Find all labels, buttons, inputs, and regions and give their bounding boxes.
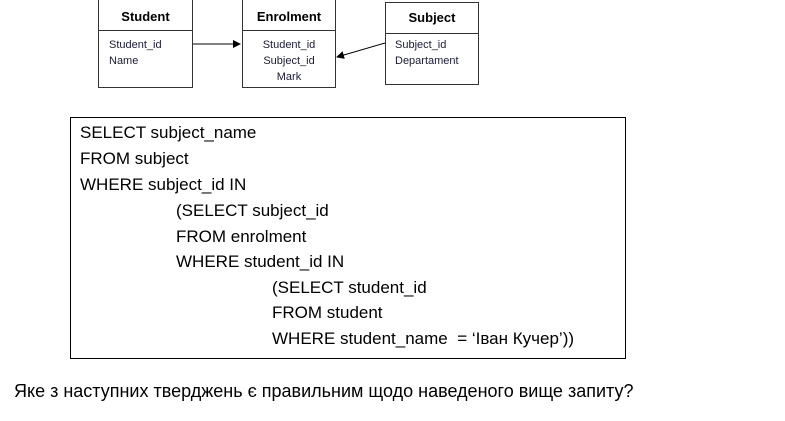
- field: Mark: [276, 71, 302, 83]
- field: Departament: [395, 55, 459, 67]
- entity-enrolment: Enrolment Student_id Subject_id Mark: [242, 0, 336, 88]
- sql-line: (SELECT subject_id: [176, 201, 329, 220]
- entity-subject: Subject Subject_id Departament: [385, 2, 479, 85]
- sql-line: FROM student: [272, 303, 383, 322]
- field: Subject_id: [263, 55, 315, 67]
- sql-line: WHERE student_name = ‘Іван Кучер’)): [272, 329, 575, 348]
- sql-line: SELECT subject_name: [80, 123, 257, 142]
- sql-line: WHERE subject_id IN: [80, 175, 247, 194]
- relationship-arrows: [193, 40, 386, 59]
- arrow-subject-enrolment: [336, 42, 386, 59]
- entity-title: Student: [99, 0, 192, 31]
- field: Student_id: [109, 39, 162, 51]
- sql-query-box: SELECT subject_name FROM subject WHERE s…: [70, 117, 626, 359]
- entity-title: Subject: [386, 3, 478, 34]
- sql-line: (SELECT student_id: [272, 278, 427, 297]
- entity-student: Student Student_id Name: [98, 0, 193, 88]
- sql-line: FROM subject: [80, 149, 189, 168]
- question-text: Яке з наступних тверджень є правильним щ…: [14, 381, 634, 401]
- field: Name: [109, 55, 139, 67]
- field: Subject_id: [395, 39, 447, 51]
- sql-line: WHERE student_id IN: [176, 252, 345, 271]
- entity-title: Enrolment: [243, 0, 335, 31]
- sql-line: FROM enrolment: [176, 227, 307, 246]
- field: Student_id: [262, 39, 316, 51]
